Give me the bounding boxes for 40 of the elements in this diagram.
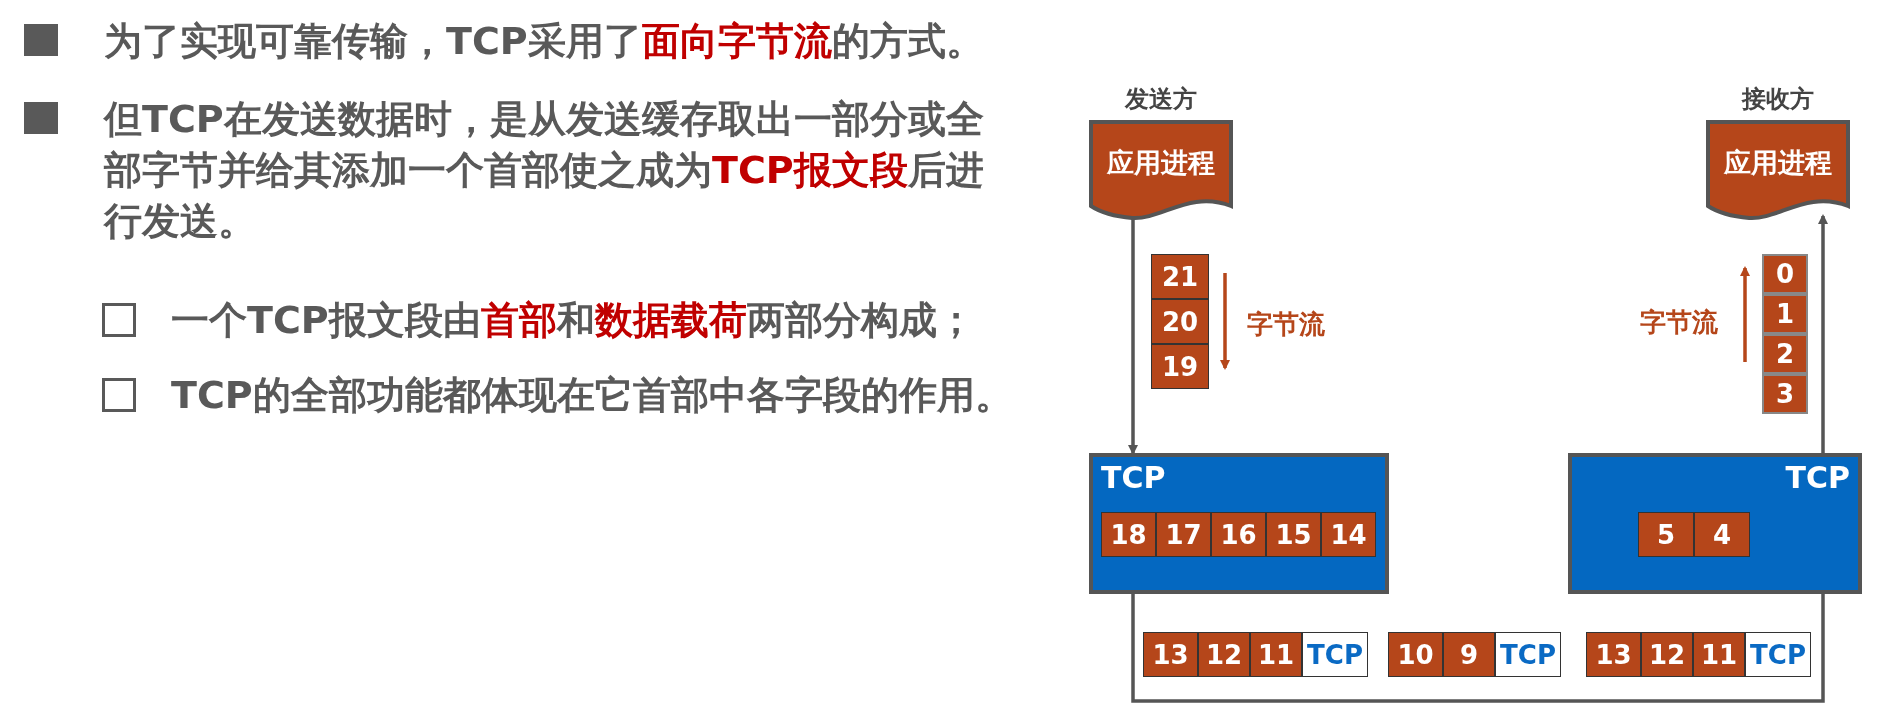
byte-cell: 0 (1762, 254, 1808, 294)
byte-cell: 13 (1586, 632, 1641, 677)
byte-cell: 11 (1250, 632, 1302, 677)
header-cell: TCP (1302, 632, 1368, 677)
bullet-text: 为了实现可靠传输，TCP采用了面向字节流的方式。 (104, 18, 985, 65)
header-cell: TCP (1495, 632, 1561, 677)
layer-box (1568, 453, 1862, 594)
bullet-text: 一个TCP报文段由首部和数据载荷两部分构成； (171, 297, 976, 344)
node-text: 应用进程 (1106, 146, 1216, 180)
byte-cell: 21 (1151, 254, 1209, 299)
byte-cell: 2 (1762, 334, 1808, 374)
flow-label: 字节流 (1247, 308, 1325, 340)
side-label: 接收方 (1740, 84, 1815, 114)
bullet-text: 但TCP在发送数据时，是从发送缓存取出一部分或全部字节并给其添加一个首部使之成为TCP报文段后进行发送。 (104, 96, 985, 245)
flow-label: 字节流 (1640, 306, 1718, 338)
byte-cell: 14 (1321, 512, 1376, 557)
byte-cell: 12 (1641, 632, 1693, 677)
byte-cell: 10 (1388, 632, 1443, 677)
byte-cell: 19 (1151, 344, 1209, 389)
node-text: 应用进程 (1723, 146, 1833, 180)
byte-cell: 1 (1762, 294, 1808, 334)
byte-cell: 16 (1211, 512, 1266, 557)
byte-cell: 15 (1266, 512, 1321, 557)
layer-box (1089, 453, 1389, 594)
byte-cell: 4 (1694, 512, 1750, 557)
byte-cell: 11 (1693, 632, 1745, 677)
header-cell: TCP (1745, 632, 1811, 677)
byte-cell: 3 (1762, 374, 1808, 414)
byte-cell: 12 (1198, 632, 1250, 677)
bullet-text: TCP的全部功能都体现在它首部中各字段的作用。 (171, 372, 1014, 419)
side-label: 发送方 (1123, 84, 1198, 114)
byte-cell: 9 (1443, 632, 1495, 677)
connector-arrow (1818, 214, 1828, 453)
box-title: TCP (1785, 461, 1850, 495)
byte-cell: 5 (1638, 512, 1694, 557)
byte-cell: 13 (1143, 632, 1198, 677)
byte-cell: 17 (1156, 512, 1211, 557)
byte-cell: 20 (1151, 299, 1209, 344)
box-title: TCP (1101, 461, 1166, 495)
byte-cell: 18 (1101, 512, 1156, 557)
